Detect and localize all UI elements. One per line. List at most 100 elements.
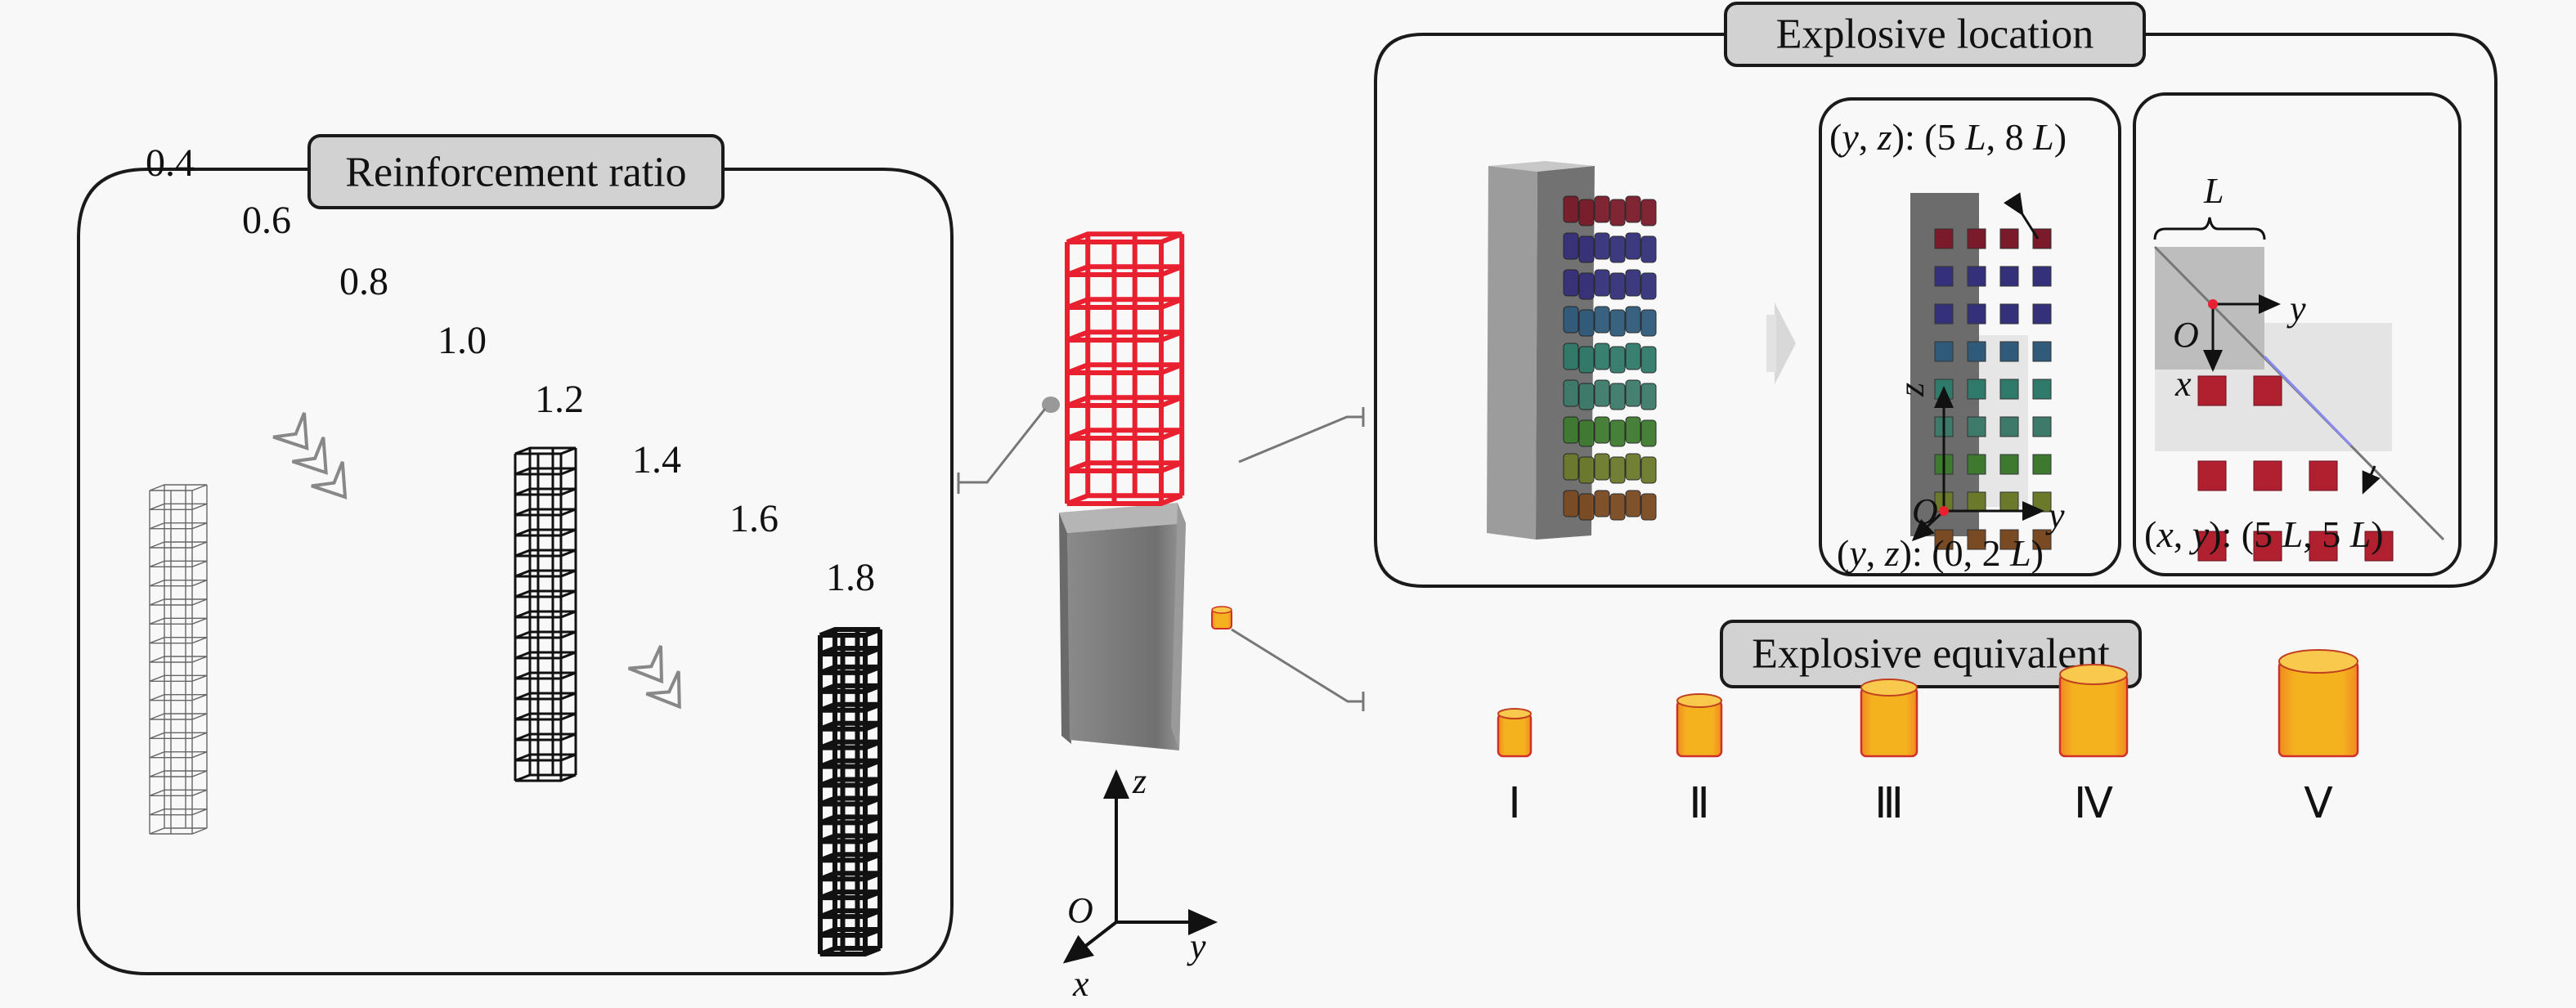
charge-cylinder-top — [2059, 664, 2128, 685]
ratio-label: 1.2 — [535, 378, 584, 421]
stirrup — [819, 777, 882, 788]
elevation-axis-z: z — [1892, 383, 1932, 397]
stirrup — [514, 651, 577, 660]
charge-cylinder — [1594, 490, 1610, 517]
ratio-label: 1.4 — [632, 438, 681, 482]
charge-position — [2253, 375, 2282, 406]
stirrup — [514, 467, 577, 476]
charge-cylinder — [1563, 343, 1579, 370]
plan-dimension-label: L — [2203, 171, 2224, 211]
axis-label-y: y — [1187, 926, 1206, 966]
stirrup — [514, 773, 577, 782]
charge-cylinder — [1640, 456, 1657, 484]
charge-cylinder — [1563, 306, 1579, 334]
stirrup — [149, 770, 208, 777]
charge-cylinder-top — [1497, 708, 1532, 719]
charge-cylinder — [1594, 379, 1610, 407]
charge-position — [1999, 303, 2019, 325]
stirrup — [819, 739, 882, 750]
rebar-cage-1.8 — [818, 627, 882, 956]
stirrup — [819, 833, 882, 844]
stirrup — [149, 522, 208, 530]
stirrup — [514, 732, 577, 741]
charge-cylinder — [1640, 272, 1657, 300]
stirrup — [819, 720, 882, 732]
charge-position — [2364, 531, 2394, 562]
charge-cylinder — [1563, 195, 1579, 223]
stirrup — [1066, 493, 1183, 506]
stirrup — [149, 656, 208, 663]
stirrup — [149, 541, 208, 549]
charge-cylinder — [1594, 453, 1610, 481]
plan-axis-origin: O — [2173, 315, 2199, 355]
stirrup — [1066, 362, 1183, 375]
concrete-column — [1059, 503, 1186, 750]
charge-level-label: Ⅲ — [1874, 781, 1904, 827]
charge-position — [1967, 454, 1986, 475]
charge-cylinder-body — [2278, 660, 2359, 758]
charge-cylinder-body — [2058, 673, 2129, 758]
charge-position — [1967, 379, 1986, 400]
charge-cylinder — [1609, 419, 1626, 447]
charge-cylinder — [1578, 309, 1595, 337]
stirrup — [149, 503, 208, 511]
stirrup — [514, 487, 577, 496]
stirrup — [149, 636, 208, 644]
stirrup — [819, 927, 882, 939]
charge-cylinder-top — [1860, 679, 1918, 697]
ratio-label: 0.6 — [242, 199, 291, 242]
center-column-model: z y x O — [957, 231, 1365, 1004]
charge-cylinder — [1594, 343, 1610, 370]
charge-cylinder — [1594, 232, 1610, 260]
charge-level-4: Ⅳ — [2058, 664, 2129, 827]
charge-cylinder-top — [2278, 649, 2358, 674]
charge-cylinder — [1609, 309, 1626, 337]
elevation-axis-y: y — [2045, 495, 2065, 535]
charge-cylinder — [1578, 456, 1595, 484]
charge-position — [2309, 531, 2338, 562]
stirrup — [514, 528, 577, 537]
stirrup — [819, 814, 882, 826]
charge-cylinder — [1640, 346, 1657, 374]
charge-cylinder — [1625, 306, 1641, 334]
ratio-label: 1.6 — [729, 497, 779, 540]
stirrup — [819, 946, 882, 956]
reinforcement-ratio-tag: Reinforcement ratio — [307, 134, 725, 209]
charge-cylinder — [1578, 199, 1595, 226]
charge-cylinder — [1578, 383, 1595, 410]
stirrup — [149, 693, 208, 701]
column-with-charge-grid — [1487, 161, 1657, 540]
progression-arrow-1 — [272, 412, 348, 500]
charge-position — [1934, 529, 1954, 550]
stirrup — [514, 712, 577, 721]
charge-cylinder — [1578, 272, 1595, 300]
charge-position — [1967, 416, 1986, 437]
charge-level-3: Ⅲ — [1860, 679, 1919, 827]
charge-position — [1967, 529, 1986, 550]
stirrup — [149, 484, 208, 491]
rebar-cage-1.2 — [514, 446, 577, 782]
charge-position — [1999, 529, 2019, 550]
charge-position — [2197, 531, 2227, 562]
elevation-axis-origin: O — [1912, 491, 1938, 531]
ratio-label: 0.8 — [339, 260, 388, 303]
charge-cylinder — [1563, 416, 1579, 444]
explosive-equivalent-tag: Explosive equivalent — [1720, 620, 2142, 688]
stirrup — [514, 671, 577, 680]
charge-position — [1999, 416, 2019, 437]
view-transition-arrow-tail — [1766, 315, 1776, 372]
stirrup — [149, 713, 208, 720]
charge-cylinder — [1594, 269, 1610, 297]
charge-cylinder — [1625, 416, 1641, 444]
leader-to-explosive-equivalent — [1231, 628, 1365, 711]
charge-level-2: Ⅱ — [1676, 693, 1723, 827]
stirrup — [819, 758, 882, 769]
charge-cylinder — [1563, 232, 1579, 260]
stirrup — [1066, 231, 1183, 244]
charge-cylinder — [1625, 379, 1641, 407]
charge-cylinder — [1578, 346, 1595, 374]
explosive-location-title: Explosive location — [1776, 11, 2094, 58]
stirrup — [149, 789, 208, 797]
stirrup — [149, 560, 208, 568]
